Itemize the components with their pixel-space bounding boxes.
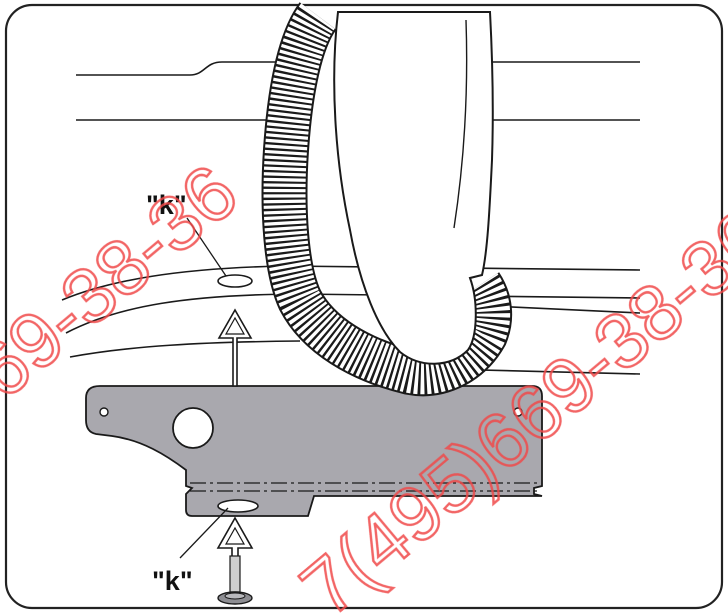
leader-line-bottom — [179, 507, 229, 559]
bracket-k-hole — [217, 499, 259, 513]
label-k-bottom: "k" — [152, 566, 193, 596]
upper-rail — [76, 61, 640, 121]
bracket-plate — [85, 385, 543, 517]
small-hole-left — [99, 407, 109, 417]
leader-line-top — [186, 217, 227, 277]
small-hole-right — [513, 407, 523, 417]
body-k-hole — [217, 274, 253, 288]
bolt-icon — [217, 555, 253, 605]
large-hole — [172, 407, 214, 449]
arrow-up-icon — [217, 308, 253, 387]
smooth-pipe — [333, 11, 494, 365]
corrugated-hose — [261, 2, 513, 397]
label-k-top: "k" — [146, 190, 187, 220]
